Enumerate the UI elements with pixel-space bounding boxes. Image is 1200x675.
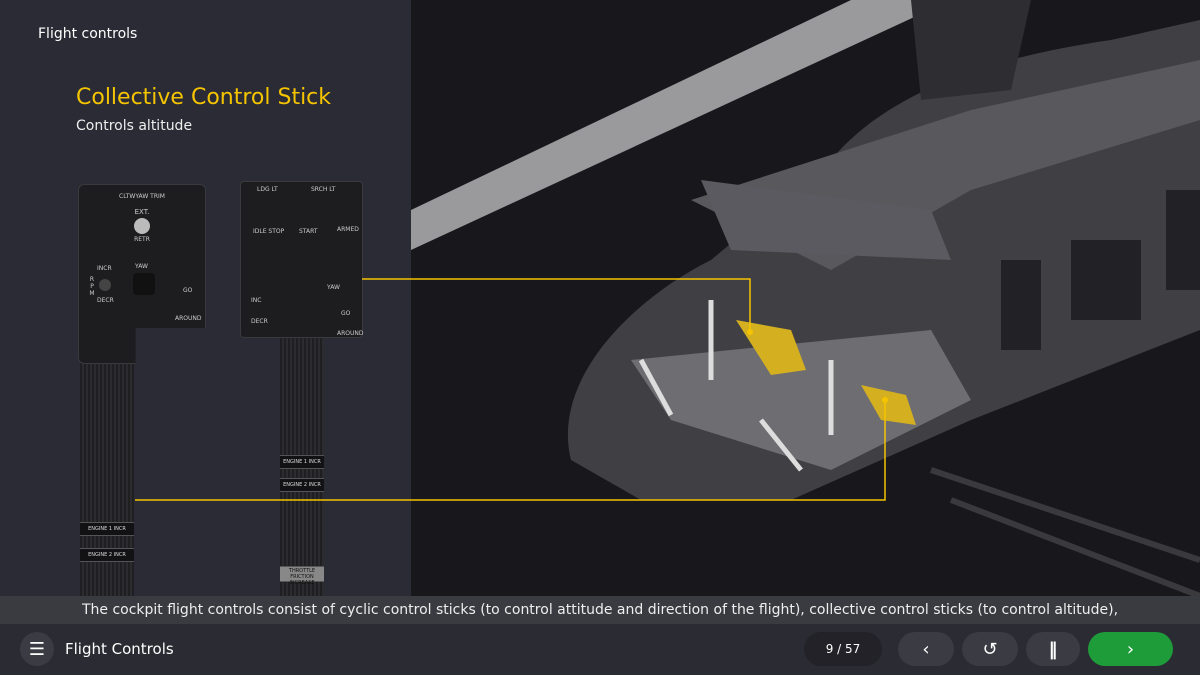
throttle-band: THROTTLE FRICTION INCREASE xyxy=(280,566,324,586)
panel-label: GO xyxy=(341,310,351,317)
engine2-band: ENGINE 2 INCR xyxy=(280,478,324,492)
menu-button[interactable]: ☰ xyxy=(20,632,54,666)
pause-button[interactable]: ‖ xyxy=(1026,632,1080,666)
panel-label: LDG LT xyxy=(257,186,278,193)
page-separator: / xyxy=(837,642,842,656)
panel-label: DECR xyxy=(251,318,268,325)
info-panel: Flight controls Collective Control Stick… xyxy=(0,0,411,596)
panel-label: DECR xyxy=(97,297,114,304)
panel-label: EXT. xyxy=(134,208,150,216)
player-controls: ☰ Flight Controls 9 / 57 ‹ ↺ ‖ › xyxy=(0,624,1200,675)
panel-label: YAW xyxy=(327,284,340,291)
panel-label: CLTWYAW TRIM xyxy=(119,193,165,200)
pause-icon: ‖ xyxy=(1048,638,1058,660)
collective-head-left: CLTWYAW TRIM EXT. RETR INCR RPM DECR YAW… xyxy=(78,184,206,364)
course-title: Flight Controls xyxy=(65,640,174,658)
engine1-band: ENGINE 1 INCR xyxy=(80,522,134,536)
component-subtitle: Controls altitude xyxy=(76,118,193,134)
replay-button[interactable]: ↺ xyxy=(962,632,1018,666)
previous-button[interactable]: ‹ xyxy=(898,632,954,666)
collective-stick-left: ENGINE 1 INCR ENGINE 2 INCR xyxy=(80,360,134,596)
panel-label: INC xyxy=(251,297,262,304)
section-title: Flight controls xyxy=(38,26,138,42)
rpm-label: RPM xyxy=(89,276,95,297)
helicopter-illustration xyxy=(411,0,1200,599)
collective-stick-right: ENGINE 1 INCR ENGINE 2 INCR THROTTLE FRI… xyxy=(280,330,324,596)
panel-label: ARMED xyxy=(337,226,359,233)
panel-label: START xyxy=(299,228,318,235)
chevron-left-icon: ‹ xyxy=(922,638,930,660)
panel-label: GO xyxy=(183,287,193,294)
page-counter: 9 / 57 xyxy=(804,632,882,666)
helicopter-3d-view[interactable] xyxy=(411,0,1200,599)
panel-label: RETR xyxy=(134,236,150,243)
list-icon: ☰ xyxy=(28,638,46,660)
chevron-right-icon: › xyxy=(1126,638,1135,660)
collective-head-right: LDG LT SRCH LT IDLE STOP START ARMED YAW… xyxy=(240,181,364,338)
page-total: 57 xyxy=(845,642,861,656)
panel-label: IDLE STOP xyxy=(253,228,285,235)
panel-label: SRCH LT xyxy=(311,186,336,193)
panel-label: YAW xyxy=(135,263,148,270)
component-title: Collective Control Stick xyxy=(76,85,332,110)
engine1-band: ENGINE 1 INCR xyxy=(280,455,324,469)
engine2-band: ENGINE 2 INCR xyxy=(80,548,134,562)
replay-icon: ↺ xyxy=(982,638,998,660)
next-button[interactable]: › xyxy=(1088,632,1173,666)
panel-label: INCR xyxy=(97,265,112,272)
panel-label: AROUND xyxy=(175,315,202,322)
panel-label: AROUND xyxy=(337,330,364,337)
page-current: 9 xyxy=(825,642,834,656)
narration-caption: The cockpit flight controls consist of c… xyxy=(0,596,1200,624)
